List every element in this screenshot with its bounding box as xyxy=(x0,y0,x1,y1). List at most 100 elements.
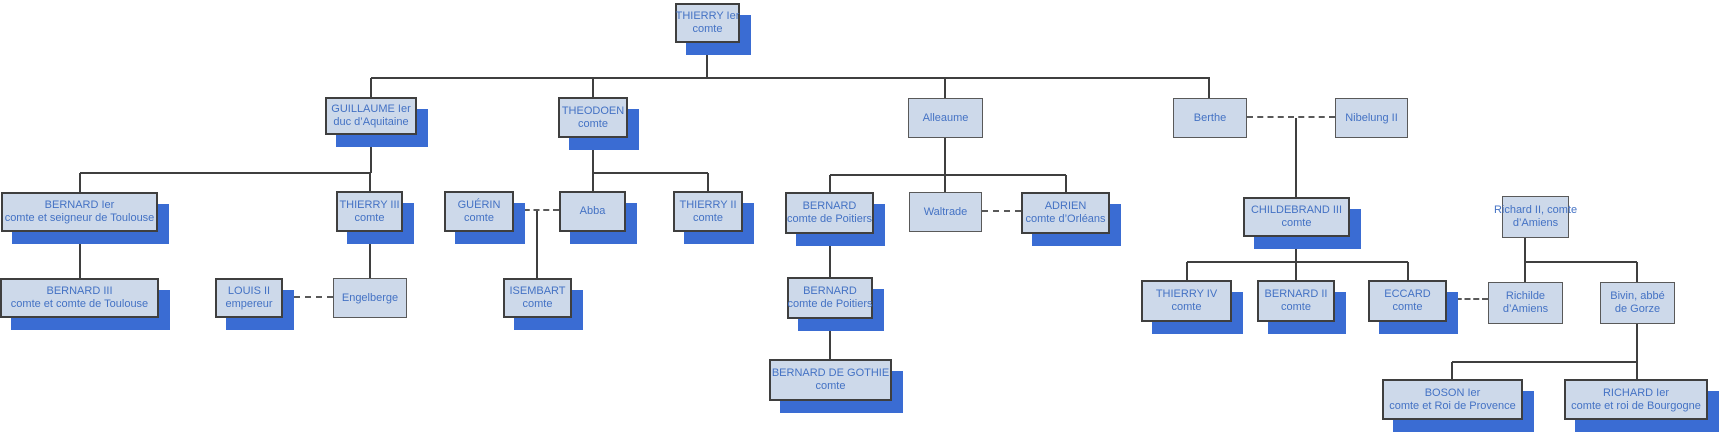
connector-line xyxy=(1065,175,1067,192)
node-label: GUÉRIN xyxy=(457,198,501,211)
connector-line xyxy=(1451,362,1453,379)
connector-line xyxy=(944,78,946,98)
node-label: d’Amiens xyxy=(1502,303,1549,315)
node-label: BERNARD xyxy=(802,200,857,212)
connector-line xyxy=(1524,262,1526,282)
node-label: THEODOEN xyxy=(561,104,625,117)
node-label: BERNARD III xyxy=(46,285,113,297)
connector-line xyxy=(592,78,594,97)
node-label: BERNARD Ier xyxy=(44,199,115,211)
node-label: comte et Roi de Provence xyxy=(1389,399,1516,412)
node-label: comte xyxy=(1171,301,1202,313)
node-label: comte xyxy=(815,380,846,392)
connector-line xyxy=(1636,262,1638,282)
connector-line xyxy=(944,138,946,175)
node-waltrade: Waltrade xyxy=(909,192,982,232)
marriage-dashed-line xyxy=(514,209,559,211)
node-label: BERNARD II xyxy=(1264,288,1328,300)
connector-line xyxy=(370,135,372,173)
connector-line xyxy=(707,173,709,191)
node-label: LOUIS II xyxy=(227,285,271,297)
node-label: de Gorze xyxy=(1614,303,1661,315)
node-label: comte et seigneur de Toulouse xyxy=(4,212,155,224)
node-nibelung-ii: Nibelung II xyxy=(1335,98,1408,138)
marriage-dashed-line xyxy=(1447,298,1488,300)
node-label: comte de Poitiers xyxy=(787,213,872,225)
node-label: comte xyxy=(693,211,723,224)
connector-line xyxy=(1407,262,1409,280)
connector-line xyxy=(1295,237,1297,262)
connector-line xyxy=(370,78,372,98)
connector-line xyxy=(79,232,81,278)
node-label: comte d’Orléans xyxy=(1025,213,1106,225)
marriage-dashed-line xyxy=(982,210,1021,212)
connector-line xyxy=(1295,118,1297,197)
node-alleaume: Alleaume xyxy=(908,98,983,138)
node-label: comte xyxy=(1392,301,1423,313)
node-label: ADRIEN xyxy=(1044,200,1087,212)
node-label: comte xyxy=(692,23,723,35)
node-label: comte xyxy=(354,211,385,224)
node-label: BOSON Ier xyxy=(1424,386,1481,399)
connector-line xyxy=(1186,262,1188,280)
connector-line xyxy=(369,232,371,278)
marriage-dashed-line xyxy=(283,296,333,298)
connector-line xyxy=(592,173,594,191)
node-label: Engelberge xyxy=(341,291,399,304)
node-label: Nibelung II xyxy=(1345,111,1398,124)
node-label: ECCARD xyxy=(1384,288,1431,300)
node-label: BERNARD xyxy=(803,285,857,297)
node-label: Berthe xyxy=(1193,111,1227,124)
connector-line xyxy=(830,174,1066,176)
connector-line xyxy=(944,175,946,192)
node-label: THIERRY Ier xyxy=(675,10,740,22)
node-label: GUILLAUME Ier xyxy=(331,103,411,115)
connector-line xyxy=(829,175,831,192)
connector-line xyxy=(369,173,371,191)
node-label: comte et comte de Toulouse xyxy=(10,298,149,310)
connector-line xyxy=(79,173,81,192)
connector-line xyxy=(829,234,831,277)
node-label: THIERRY IV xyxy=(1155,288,1218,300)
connector-line xyxy=(593,172,708,174)
node-label: Abba xyxy=(579,205,606,217)
connector-line xyxy=(1452,361,1637,363)
node-label: Richilde xyxy=(1505,290,1546,302)
node-label: ISEMBART xyxy=(509,285,566,297)
connector-line xyxy=(1524,238,1526,262)
connector-line xyxy=(829,319,831,359)
connector-line xyxy=(80,172,371,174)
connector-line xyxy=(1525,261,1637,263)
connector-line xyxy=(1295,262,1297,280)
node-berthe: Berthe xyxy=(1173,98,1247,138)
node-label: Richard II, comte xyxy=(1493,204,1578,216)
node-label: comte xyxy=(522,298,553,310)
connector-line xyxy=(1208,78,1210,98)
node-abba: Abba xyxy=(559,191,626,232)
marriage-dashed-line xyxy=(1247,116,1335,118)
node-label: THIERRY II xyxy=(679,198,737,211)
node-engelberge: Engelberge xyxy=(333,278,407,318)
node-label: RICHARD Ier xyxy=(1602,386,1669,399)
node-label: Alleaume xyxy=(922,111,969,124)
connector-line xyxy=(706,43,708,78)
node-label: Waltrade xyxy=(923,205,968,218)
